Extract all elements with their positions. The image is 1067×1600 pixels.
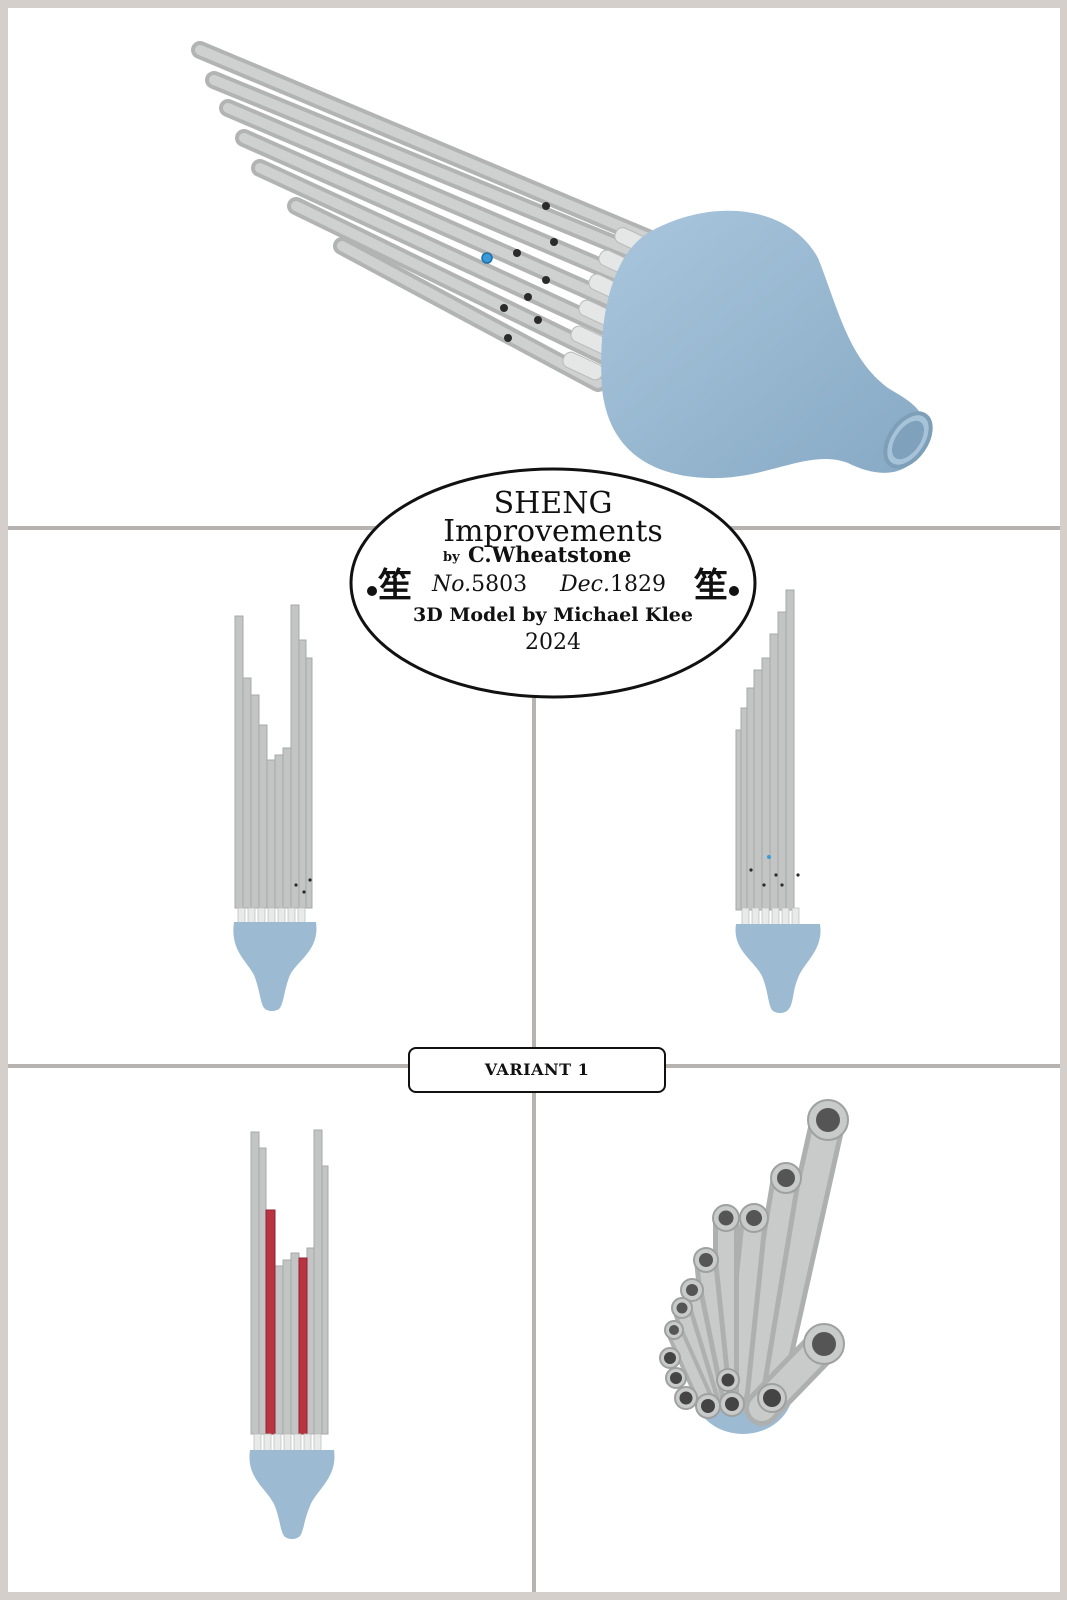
label-title: SHENG bbox=[493, 486, 613, 521]
label-number: No.5803 bbox=[432, 572, 528, 597]
label-year: 2024 bbox=[525, 630, 581, 655]
render-angled-view bbox=[8, 8, 1060, 526]
variant-label: VARIANT 1 bbox=[408, 1047, 666, 1093]
sheng-glyph-right: 笙 bbox=[694, 566, 728, 606]
render-cutaway-view bbox=[8, 1068, 532, 1592]
label-by: by bbox=[443, 550, 460, 565]
label-date: Dec.1829 bbox=[560, 572, 666, 597]
label-subtitle: Improvements bbox=[443, 514, 663, 549]
label-author: C.Wheatstone bbox=[468, 542, 632, 567]
sheng-glyph-left: 笙 bbox=[378, 566, 412, 606]
label-model-credit: 3D Model by Michael Klee bbox=[413, 604, 693, 626]
page-canvas: SHENG Improvements 笙 by C.Wheatstone No.… bbox=[8, 8, 1060, 1592]
title-label-oval: SHENG Improvements 笙 by C.Wheatstone No.… bbox=[348, 466, 758, 700]
render-top-down-view bbox=[536, 1068, 1060, 1592]
render-front-view bbox=[8, 530, 532, 1064]
render-side-view bbox=[536, 530, 1060, 1064]
